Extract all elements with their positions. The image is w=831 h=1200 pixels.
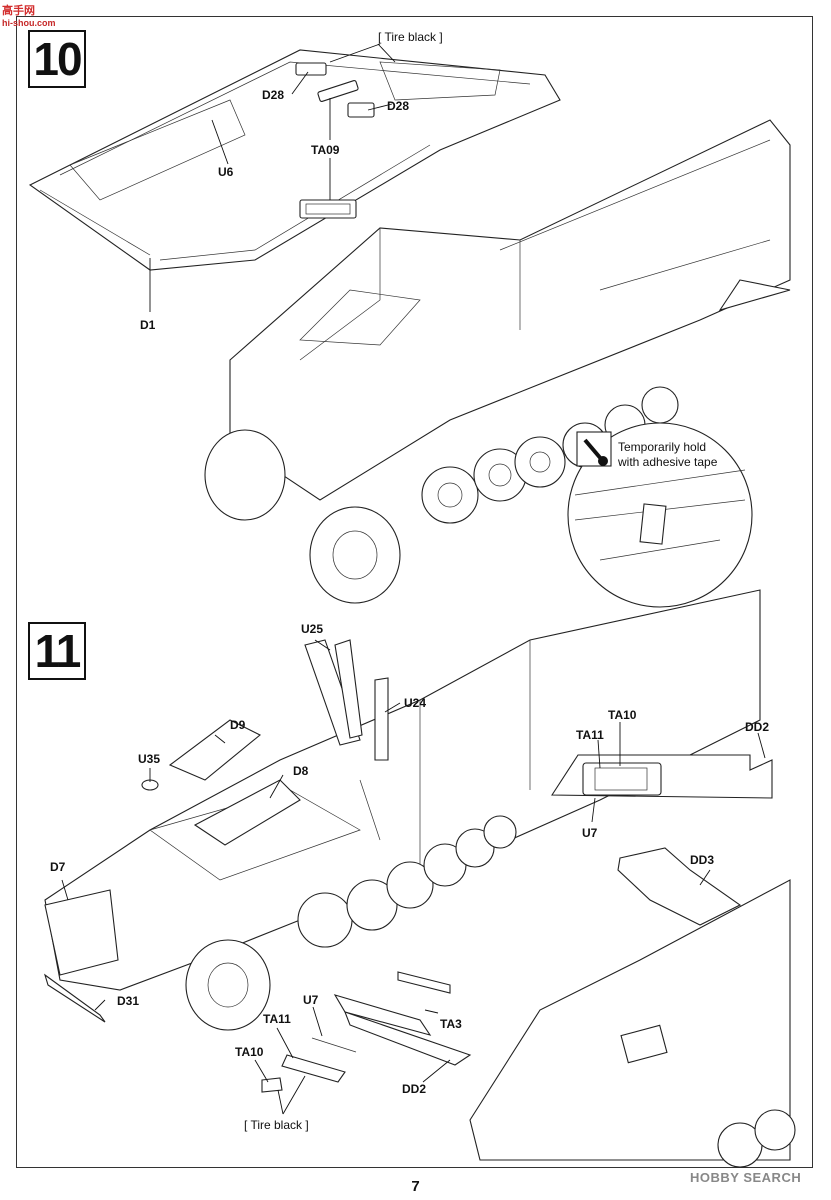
adhesive-tape-note-line2: with adhesive tape	[618, 455, 718, 469]
part-label-dd3: DD3	[690, 853, 715, 867]
part-label-d9: D9	[230, 718, 246, 732]
part-label-ta11: TA11	[263, 1012, 291, 1026]
part-label-ta09: TA09	[311, 143, 340, 157]
page-number: 7	[411, 1178, 420, 1195]
part-label-d31: D31	[117, 994, 140, 1008]
watermark-hobby-search: HOBBY SEARCH	[690, 1170, 802, 1185]
step10-small-parts	[295, 62, 375, 219]
part-label-d28-left: D28	[262, 88, 285, 102]
step10-leader-lines	[149, 43, 396, 312]
part-label-d1: D1	[140, 318, 156, 332]
part-label-u6: U6	[218, 165, 234, 179]
inset-label-dd2: DD2	[745, 720, 770, 734]
step10-halftrack-body	[229, 119, 791, 501]
part-label-u25: U25	[301, 622, 324, 636]
watermark-logo-text: 高手网	[2, 5, 35, 17]
step11-leader-lines	[61, 639, 766, 1115]
tire-black-label-step11: [ Tire black ]	[244, 1118, 309, 1132]
step-10-number: 10	[28, 30, 86, 88]
part-label-d28-right: D28	[387, 99, 410, 113]
step-11-number: 11	[28, 622, 86, 680]
step11-rear-view	[469, 847, 796, 1168]
step11-parts	[44, 639, 389, 1023]
step11-wheels-and-tracks	[185, 815, 517, 1031]
tire-black-label-step10: [ Tire black ]	[378, 30, 443, 44]
adhesive-tape-note-line1: Temporarily hold	[618, 440, 707, 454]
inset-label-ta10: TA10	[608, 708, 637, 722]
inset-label-u7: U7	[582, 826, 598, 840]
step11-exhaust-parts	[261, 971, 472, 1093]
step10-detail-inset	[567, 422, 753, 608]
step10-upper-hull-panel	[28, 49, 561, 271]
step10-wheels-and-tracks	[204, 386, 679, 604]
part-label-dd2: DD2	[402, 1082, 427, 1096]
part-label-u24: U24	[404, 696, 427, 710]
part-label-d8: D8	[293, 764, 309, 778]
part-label-d7: D7	[50, 860, 66, 874]
part-label-u7: U7	[303, 993, 319, 1007]
part-label-ta3: TA3	[440, 1017, 462, 1031]
part-label-ta10: TA10	[235, 1045, 264, 1059]
page-border	[16, 16, 813, 1168]
step11-muffler-inset	[550, 754, 773, 799]
inset-label-ta11: TA11	[576, 728, 604, 742]
watermark-site: hi-shou.com	[2, 18, 56, 28]
part-label-u35: U35	[138, 752, 161, 766]
watermark-logo: 高手网 hi-shou.com	[2, 2, 56, 28]
